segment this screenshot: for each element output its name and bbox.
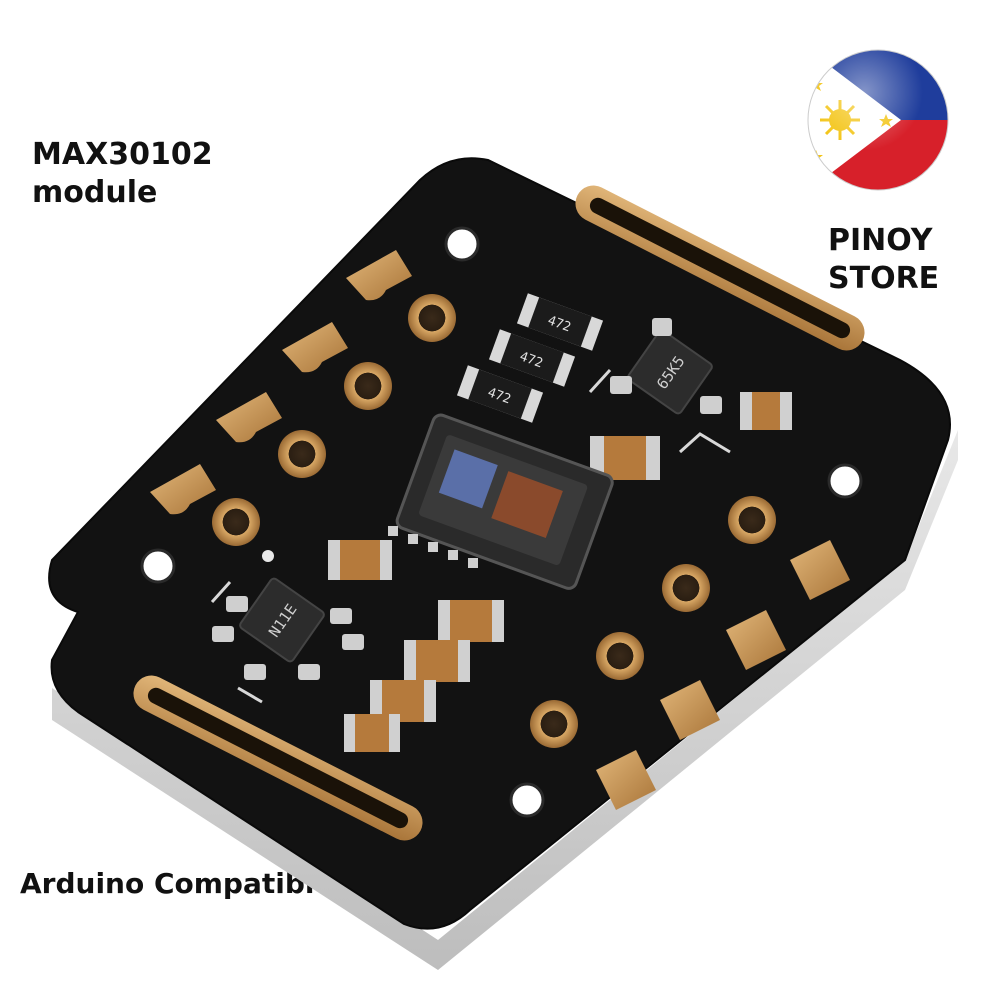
- capacitor: [328, 540, 392, 580]
- gold-slot-bottom-left: [133, 675, 423, 841]
- sensor-pins: [388, 526, 478, 568]
- resistor-472-3: 472: [456, 365, 544, 423]
- max30102-sensor-chip: [395, 413, 614, 590]
- product-name: MAX30102: [32, 137, 213, 172]
- philippines-flag-badge-icon: [806, 48, 950, 192]
- store-name-line2: STORE: [828, 260, 940, 296]
- store-caption: PINOY STORE: [828, 222, 939, 297]
- pin1-indicator: [262, 550, 274, 562]
- resistor-472-2: 472: [488, 329, 576, 387]
- capacitor: [438, 600, 504, 642]
- regulator-leads: [212, 596, 364, 680]
- capacitor: [740, 392, 792, 430]
- product-caption: MAX30102 module: [32, 136, 213, 211]
- regulator-65k5: 65K5: [627, 329, 713, 415]
- photodiode-window: [438, 449, 498, 509]
- plated-through-holes: [212, 294, 776, 748]
- silkscreen-outline: [210, 368, 731, 704]
- store-name-line1: PINOY: [828, 223, 933, 258]
- regulator-leads: [610, 318, 722, 414]
- product-type: module: [32, 174, 158, 210]
- regulator-n11e: N11E: [239, 577, 325, 663]
- capacitor: [404, 640, 470, 682]
- mounting-holes: [140, 226, 863, 818]
- castellated-pads-left: [150, 250, 412, 515]
- led-window: [491, 471, 563, 538]
- capacitor: [344, 714, 400, 752]
- castellated-pads-right: [596, 540, 850, 810]
- resistor-472-1: 472: [516, 293, 604, 351]
- capacitor: [590, 436, 660, 480]
- gold-slot-top-right: [575, 185, 865, 351]
- compatibility-caption: Arduino Compatible: [20, 867, 334, 900]
- capacitor: [370, 680, 436, 722]
